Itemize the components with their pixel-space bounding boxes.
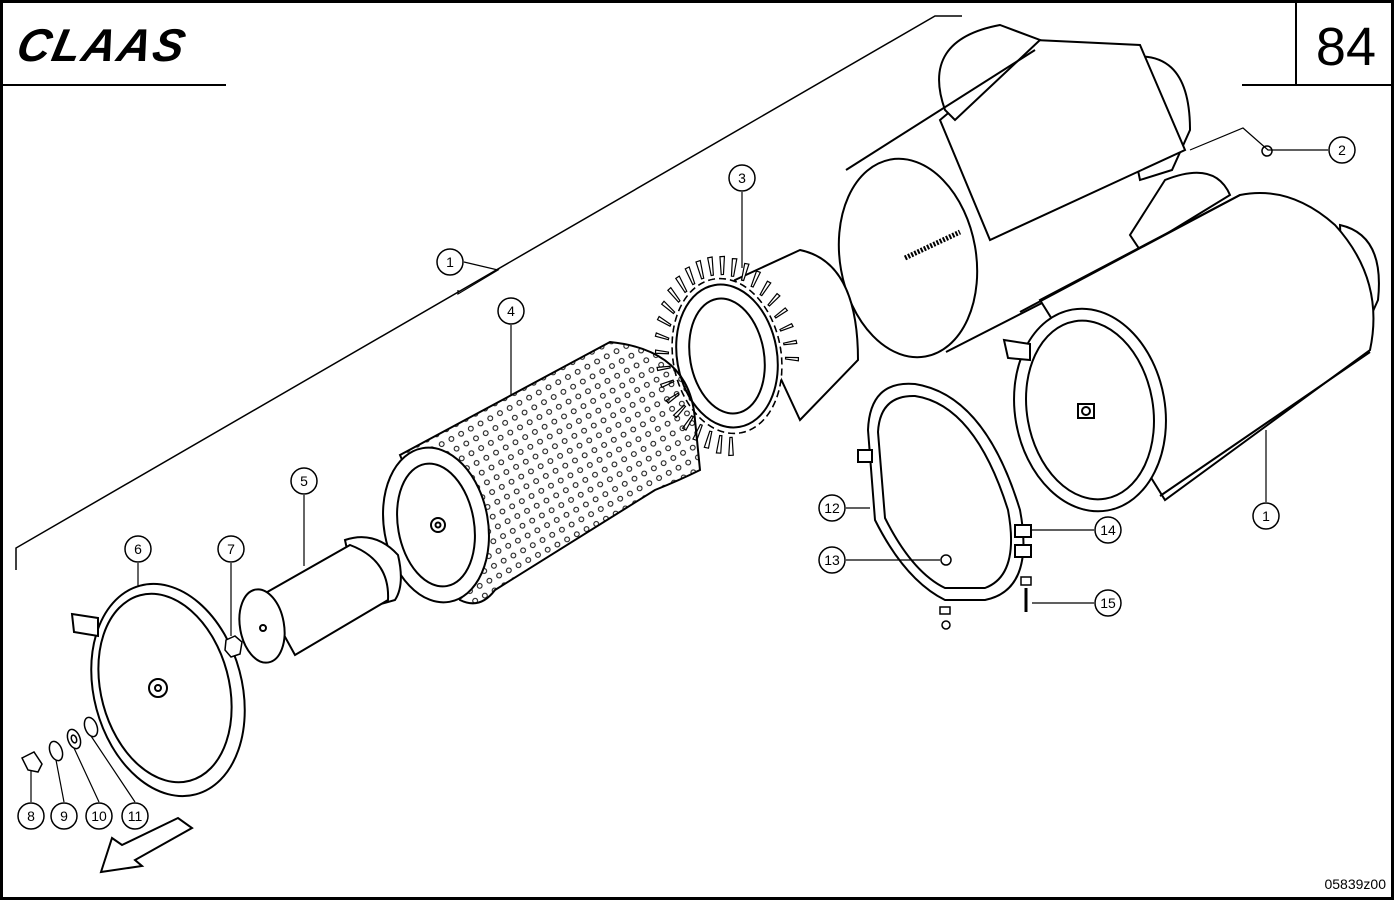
callout-2-label: 2 xyxy=(1338,142,1346,158)
callout-12: 12 xyxy=(818,494,846,522)
threaded-rod xyxy=(903,229,962,261)
inner-cylinder xyxy=(238,536,402,664)
callout-1b-label: 1 xyxy=(1262,508,1270,524)
callout-1a: 1 xyxy=(436,248,464,276)
fin xyxy=(706,256,715,277)
callout-7: 7 xyxy=(217,535,245,563)
fin xyxy=(750,270,762,288)
callout-6-label: 6 xyxy=(134,541,142,557)
fin xyxy=(715,434,723,454)
fin xyxy=(660,300,676,315)
callout-11: 11 xyxy=(121,802,149,830)
callout-14: 14 xyxy=(1094,516,1122,544)
callout-5: 5 xyxy=(290,467,318,495)
housing-lower xyxy=(1002,171,1380,513)
callout-15-label: 15 xyxy=(1100,595,1116,611)
callout-9: 9 xyxy=(50,802,78,830)
fin xyxy=(784,356,800,362)
callout-4: 4 xyxy=(497,297,525,325)
cover xyxy=(70,582,246,798)
callout-13-label: 13 xyxy=(824,552,840,568)
callout-1a-label: 1 xyxy=(446,254,454,270)
callout-13: 13 xyxy=(818,546,846,574)
callout-9-label: 9 xyxy=(60,808,68,824)
callout-11-label: 11 xyxy=(128,808,143,824)
fin xyxy=(719,255,726,276)
page-number: 84 xyxy=(1315,17,1376,77)
direction-arrow xyxy=(99,816,194,874)
fin xyxy=(730,257,738,277)
callout-4-label: 4 xyxy=(507,303,515,319)
callouts: 1 1 2 3 4 5 6 7 8 9 10 11 12 13 14 15 xyxy=(17,136,1356,830)
fin xyxy=(695,259,705,280)
callout-6: 6 xyxy=(124,535,152,563)
callout-5-label: 5 xyxy=(300,473,308,489)
hardware xyxy=(20,145,1273,773)
fin xyxy=(703,430,713,449)
fin xyxy=(759,280,772,297)
assembly-bracket xyxy=(15,15,962,570)
callout-3: 3 xyxy=(728,164,756,192)
callout-15: 15 xyxy=(1094,589,1122,617)
callout-8: 8 xyxy=(17,802,45,830)
callout-10: 10 xyxy=(85,802,113,830)
fin xyxy=(782,339,798,346)
fin xyxy=(728,436,734,457)
callout-12-label: 12 xyxy=(824,500,840,516)
leader-lines xyxy=(30,127,1328,803)
callout-7-label: 7 xyxy=(227,541,235,557)
figure-code: 05839z00 xyxy=(1324,876,1386,892)
safety-element-face xyxy=(671,277,783,435)
fin xyxy=(684,266,696,286)
fin xyxy=(779,322,794,332)
fin xyxy=(767,292,781,307)
fin xyxy=(740,262,750,282)
fin xyxy=(656,315,672,327)
clamp-band xyxy=(857,382,1032,601)
main-filter-element xyxy=(382,340,702,605)
callout-1b: 1 xyxy=(1252,502,1280,530)
fin xyxy=(674,275,688,294)
housing-upper xyxy=(837,23,1192,359)
callout-14-label: 14 xyxy=(1100,522,1116,538)
fin xyxy=(666,286,681,304)
fin xyxy=(773,307,789,319)
fin xyxy=(654,332,670,341)
callout-8-label: 8 xyxy=(27,808,35,824)
fin xyxy=(654,349,670,355)
callout-3-label: 3 xyxy=(738,170,746,186)
callout-10-label: 10 xyxy=(91,808,107,824)
callout-2: 2 xyxy=(1328,136,1356,164)
